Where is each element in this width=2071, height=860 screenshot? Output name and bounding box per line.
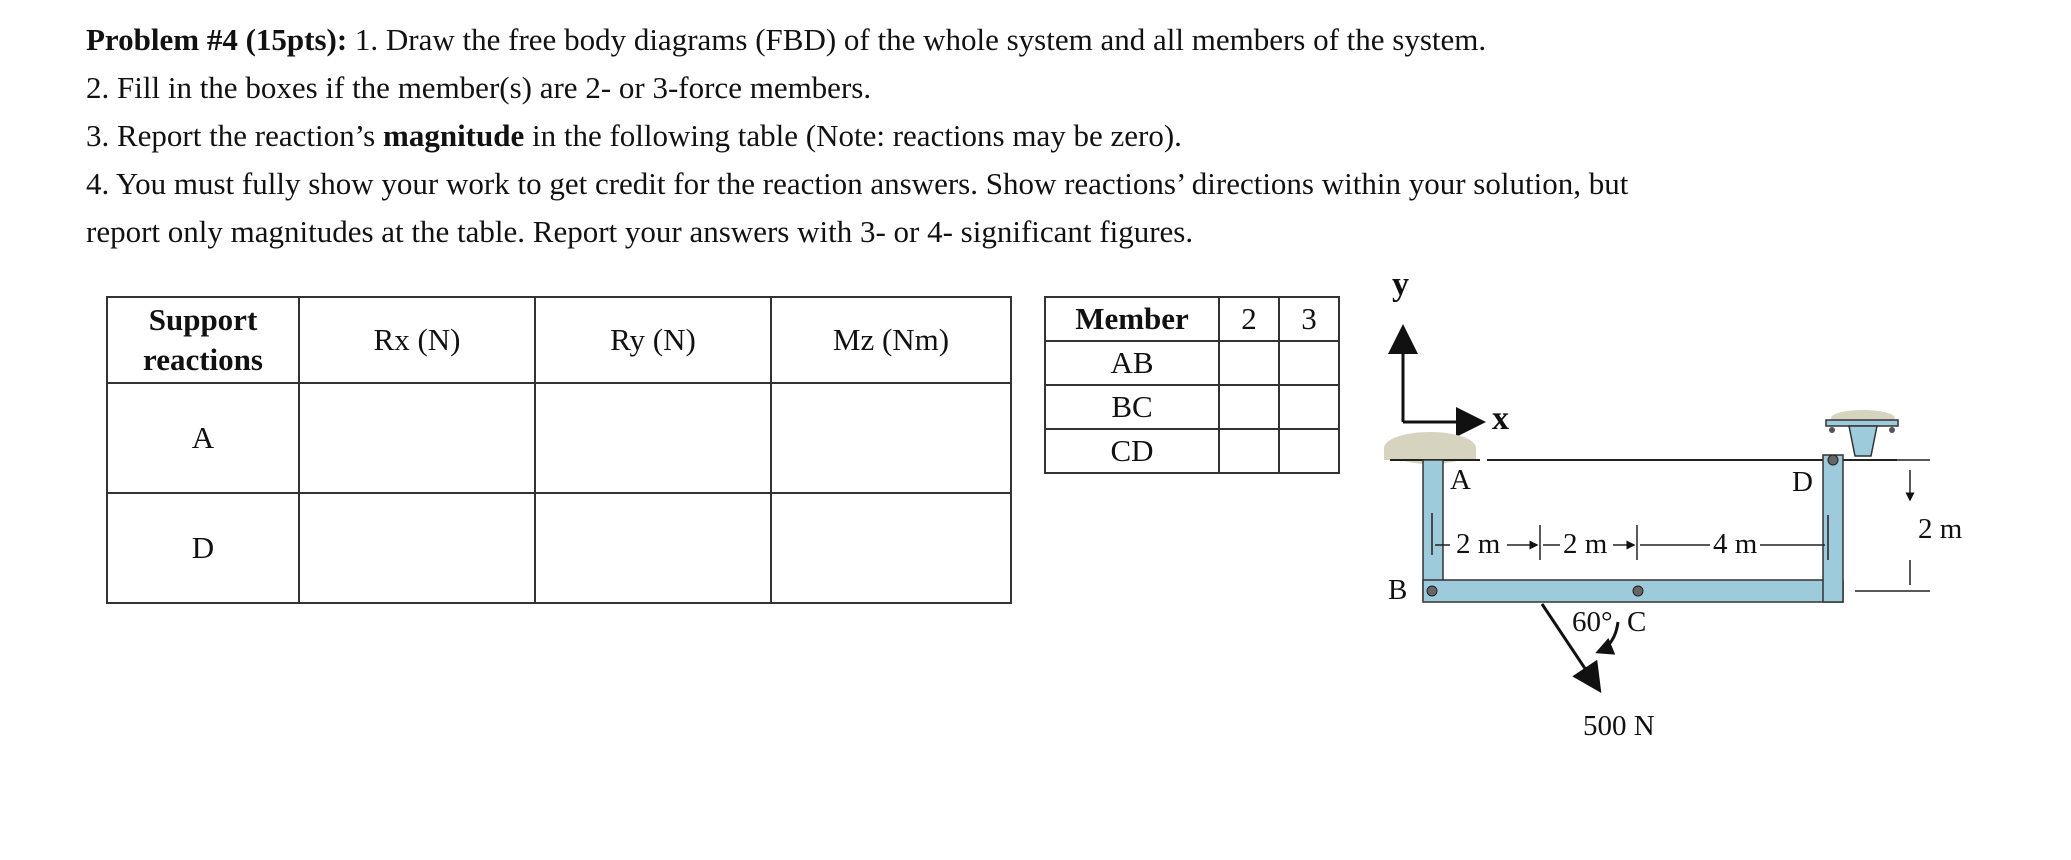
rx-answer-cell[interactable]	[298, 382, 536, 494]
header-member: Member	[1044, 296, 1220, 342]
y-axis-label: y	[1392, 266, 1409, 303]
dimension-label-2: 2 m	[1563, 528, 1608, 560]
two-force-box[interactable]	[1218, 428, 1280, 474]
instruction-line-1: Problem #4 (15pts): 1. Draw the free bod…	[86, 16, 2016, 64]
mz-answer-cell[interactable]	[770, 492, 1012, 604]
instruction-item-4-line-1: 4. You must fully show your work to get …	[86, 166, 1629, 201]
ground-support-a-icon	[1384, 432, 1480, 464]
force-arrow-icon	[1540, 603, 1602, 693]
dimension-label-1: 2 m	[1456, 528, 1501, 560]
force-members-table: Member 2 3 AB BC CD	[1044, 296, 1340, 474]
instruction-item-3: 3. Report the reaction’s magnitude in th…	[86, 112, 2016, 160]
two-force-box[interactable]	[1218, 340, 1280, 386]
problem-heading: Problem #4 (15pts):	[86, 22, 348, 57]
dimension-lines	[1431, 459, 1930, 592]
header-mz: Mz (Nm)	[770, 296, 1012, 384]
height-dimension-label: 2 m	[1918, 513, 1963, 545]
instruction-item-3-emphasis: magnitude	[383, 118, 525, 153]
header-support-line-1: Support	[148, 302, 258, 337]
member-cd-vertical	[1822, 454, 1844, 603]
table-row: AB	[1044, 340, 1340, 386]
support-label: D	[106, 492, 300, 604]
force-label: 500 N	[1583, 710, 1655, 742]
member-label: CD	[1044, 428, 1220, 474]
member-ab	[1422, 459, 1444, 601]
header-two-force: 2	[1218, 296, 1280, 342]
table-row: BC	[1044, 384, 1340, 430]
header-rx: Rx (N)	[298, 296, 536, 384]
support-reactions-table: Support reactions Rx (N) Ry (N) Mz (Nm) …	[106, 296, 1012, 604]
two-force-box[interactable]	[1218, 384, 1280, 430]
table-row: CD	[1044, 428, 1340, 474]
point-d-label: D	[1792, 466, 1813, 498]
member-label: AB	[1044, 340, 1220, 386]
instruction-item-2: 2. Fill in the boxes if the member(s) ar…	[86, 70, 872, 105]
three-force-box[interactable]	[1278, 384, 1340, 430]
table-row: D	[106, 492, 1012, 604]
three-force-box[interactable]	[1278, 428, 1340, 474]
pin-d-icon	[1827, 454, 1839, 466]
angle-label: 60°	[1572, 606, 1613, 638]
header-support-reactions: Support reactions	[106, 296, 300, 384]
pin-support-d-icon	[1825, 410, 1899, 457]
pin-c-icon	[1632, 585, 1644, 597]
table-header-row: Support reactions Rx (N) Ry (N) Mz (Nm)	[106, 296, 1012, 384]
point-b-label: B	[1388, 574, 1408, 606]
pin-b-icon	[1426, 585, 1438, 597]
frame-diagram: y x A B C D 2 m 2 m 4 m 2 m 60° 500 N	[1380, 266, 2000, 750]
coordinate-axes-icon	[1388, 324, 1486, 437]
frame-diagram-graphic	[1384, 324, 1930, 693]
x-axis-label: x	[1492, 400, 1509, 437]
point-a-label: A	[1450, 464, 1471, 496]
dimension-label-3: 4 m	[1713, 528, 1758, 560]
problem-instructions: Problem #4 (15pts): 1. Draw the free bod…	[86, 16, 2016, 256]
header-support-line-2: reactions	[143, 342, 263, 377]
instruction-item-1: 1. Draw the free body diagrams (FBD) of …	[354, 22, 1487, 57]
header-three-force: 3	[1278, 296, 1340, 342]
table-header-row: Member 2 3	[1044, 296, 1340, 342]
point-c-label: C	[1627, 606, 1647, 638]
instruction-item-3-suffix: in the following table (Note: reactions …	[524, 118, 1182, 153]
ry-answer-cell[interactable]	[534, 492, 772, 604]
three-force-box[interactable]	[1278, 340, 1340, 386]
ry-answer-cell[interactable]	[534, 382, 772, 494]
header-ry: Ry (N)	[534, 296, 772, 384]
support-label: A	[106, 382, 300, 494]
rx-answer-cell[interactable]	[298, 492, 536, 604]
angle-arc-icon	[1595, 621, 1620, 655]
member-label: BC	[1044, 384, 1220, 430]
instruction-item-4-line-2: report only magnitudes at the table. Rep…	[86, 214, 1194, 249]
instruction-item-3-prefix: 3. Report the reaction’s	[86, 118, 383, 153]
mz-answer-cell[interactable]	[770, 382, 1012, 494]
table-row: A	[106, 382, 1012, 494]
